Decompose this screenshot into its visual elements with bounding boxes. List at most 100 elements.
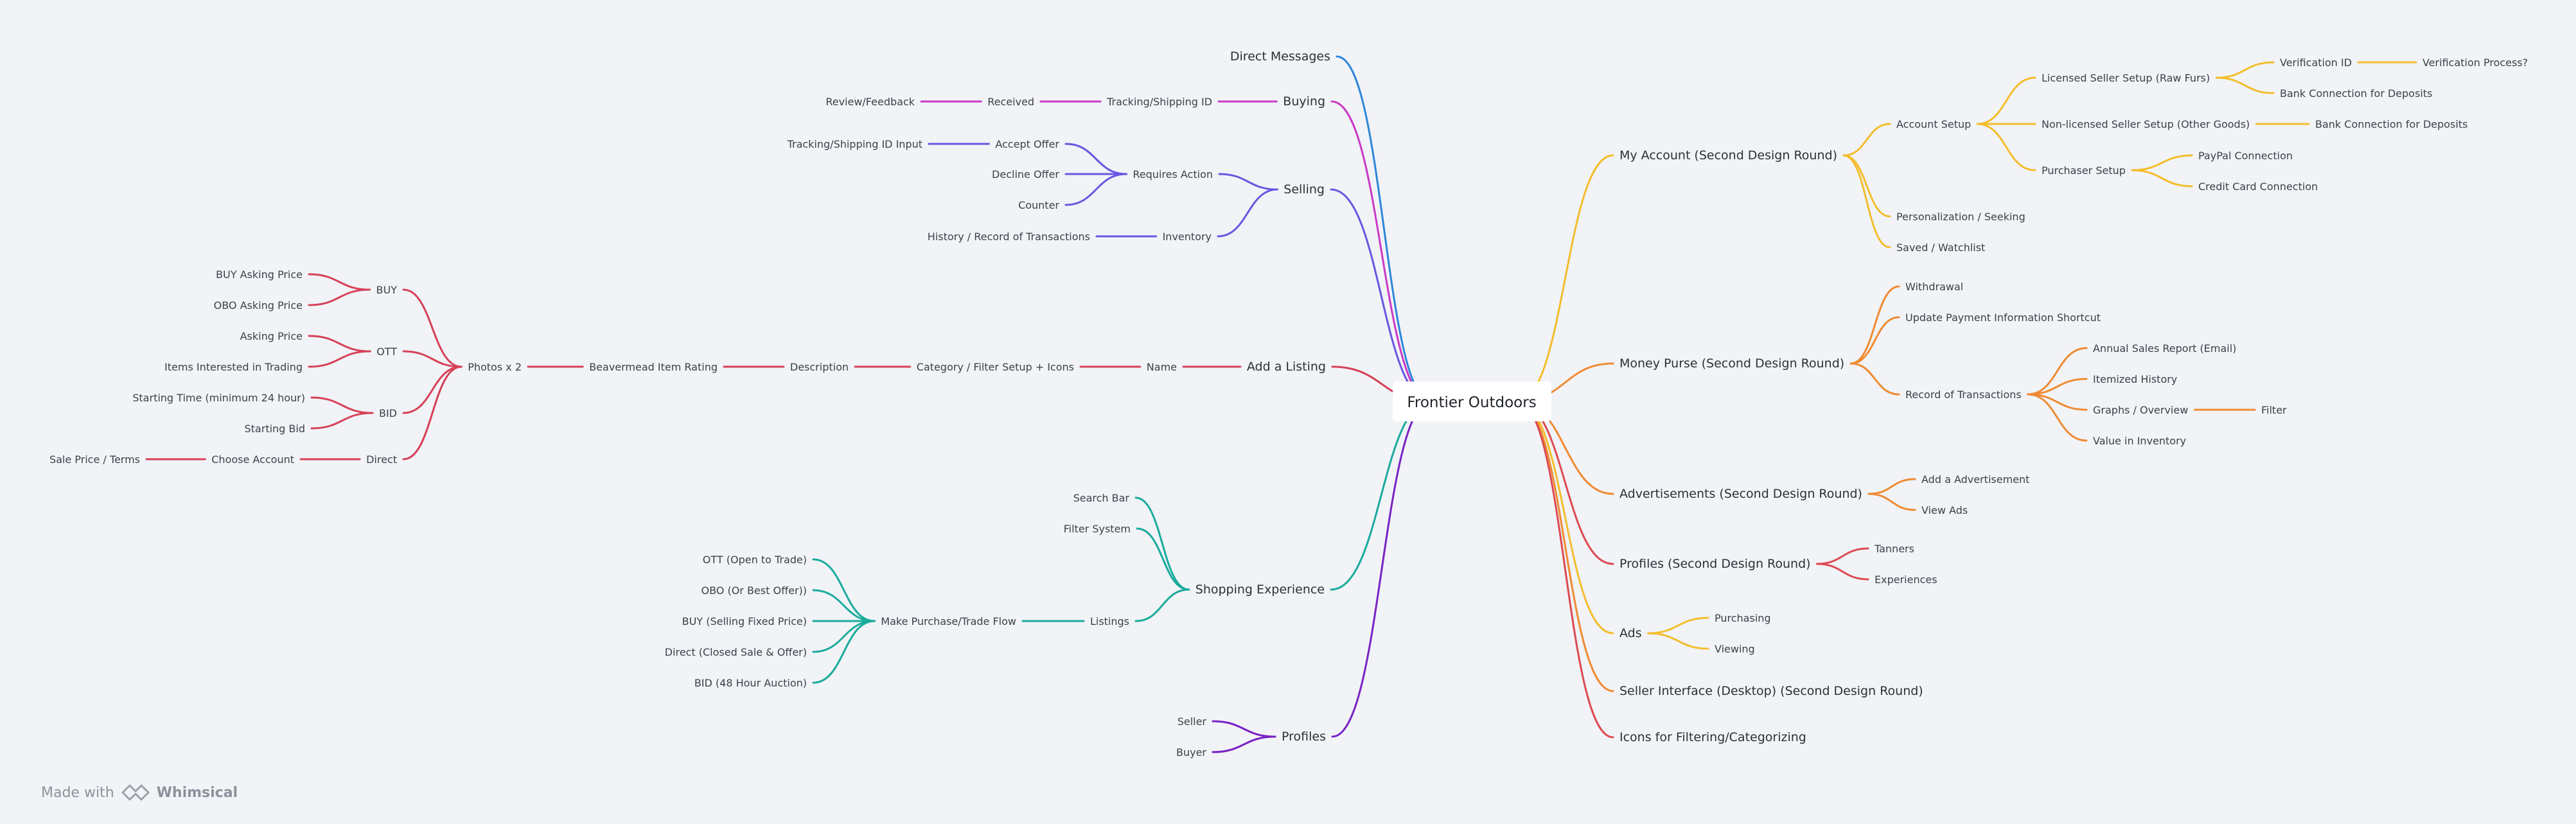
node-direct-messages[interactable]: Direct Messages	[1230, 49, 1330, 64]
node-ads[interactable]: Ads	[1619, 626, 1642, 640]
node-verification-process[interactable]: Verification Process?	[2422, 57, 2528, 69]
connector-search-bar	[1134, 496, 1190, 591]
node-obo-asking-price[interactable]: OBO Asking Price	[214, 299, 303, 311]
node-purchaser-setup[interactable]: Purchaser Setup	[2042, 164, 2126, 177]
node-choose-account[interactable]: Choose Account	[211, 453, 294, 466]
node-counter[interactable]: Counter	[1018, 199, 1059, 211]
node-review-feedback[interactable]: Review/Feedback	[825, 96, 915, 108]
node-verification-id[interactable]: Verification ID	[2280, 57, 2352, 69]
connector-profiles	[1331, 400, 1433, 738]
connector-value-in-inventory	[2027, 393, 2088, 442]
node-history-record-of-transactions[interactable]: History / Record of Transactions	[928, 231, 1090, 243]
node-seller[interactable]: Seller	[1178, 715, 1207, 728]
node-tracking-shipping-id-input[interactable]: Tracking/Shipping ID Input	[787, 138, 922, 150]
node-decline-offer[interactable]: Decline Offer	[992, 168, 1059, 180]
connector-direct-closed-sale-offer	[812, 620, 876, 653]
node-bid[interactable]: BID	[379, 407, 397, 419]
node-filter[interactable]: Filter	[2261, 404, 2287, 416]
node-graphs-overview[interactable]: Graphs / Overview	[2093, 404, 2188, 416]
node-advertisements-second-design-round[interactable]: Advertisements (Second Design Round)	[1619, 487, 1862, 501]
node-bank-connection-for-deposits[interactable]: Bank Connection for Deposits	[2315, 118, 2467, 130]
node-profiles-second-design-round[interactable]: Profiles (Second Design Round)	[1619, 557, 1811, 571]
node-items-interested-in-trading[interactable]: Items Interested in Trading	[164, 361, 303, 373]
node-bid-48-hour-auction[interactable]: BID (48 Hour Auction)	[694, 677, 807, 689]
node-credit-card-connection[interactable]: Credit Card Connection	[2198, 180, 2318, 193]
connector-buyer	[1212, 735, 1276, 753]
node-add-a-advertisement[interactable]: Add a Advertisement	[1921, 473, 2029, 486]
node-shopping-experience[interactable]: Shopping Experience	[1195, 583, 1325, 597]
connector-requires-action	[1218, 173, 1278, 191]
whimsical-brand: Whimsical	[156, 784, 238, 801]
node-saved-watchlist[interactable]: Saved / Watchlist	[1896, 241, 1985, 254]
node-accept-offer[interactable]: Accept Offer	[995, 138, 1059, 150]
node-my-account-second-design-round[interactable]: My Account (Second Design Round)	[1619, 148, 1837, 162]
node-inventory[interactable]: Inventory	[1163, 231, 1212, 243]
node-view-ads[interactable]: View Ads	[1921, 504, 1968, 516]
node-listings[interactable]: Listings	[1090, 615, 1129, 627]
node-buying[interactable]: Buying	[1283, 94, 1325, 109]
node-viewing[interactable]: Viewing	[1715, 643, 1755, 655]
node-tanners[interactable]: Tanners	[1874, 543, 1914, 555]
node-record-of-transactions[interactable]: Record of Transactions	[1905, 389, 2022, 401]
node-add-a-listing[interactable]: Add a Listing	[1247, 360, 1326, 374]
node-experiences[interactable]: Experiences	[1875, 574, 1937, 586]
connector-inventory	[1217, 188, 1278, 238]
node-money-purse-second-design-round[interactable]: Money Purse (Second Design Round)	[1619, 356, 1844, 371]
node-category-filter-setup-icons[interactable]: Category / Filter Setup + Icons	[917, 361, 1074, 373]
node-buyer[interactable]: Buyer	[1176, 746, 1206, 758]
node-withdrawal[interactable]: Withdrawal	[1905, 281, 1963, 293]
node-make-purchase-trade-flow[interactable]: Make Purchase/Trade Flow	[881, 615, 1016, 627]
node-asking-price[interactable]: Asking Price	[240, 330, 303, 342]
node-ott-open-to-trade[interactable]: OTT (Open to Trade)	[703, 554, 807, 566]
node-description[interactable]: Description	[790, 361, 849, 373]
node-requires-action[interactable]: Requires Action	[1133, 168, 1213, 180]
node-annual-sales-report-email[interactable]: Annual Sales Report (Email)	[2093, 342, 2236, 355]
node-received[interactable]: Received	[987, 96, 1034, 108]
connector-listings	[1134, 588, 1190, 622]
node-account-setup[interactable]: Account Setup	[1896, 118, 1971, 130]
node-search-bar[interactable]: Search Bar	[1073, 492, 1130, 504]
node-sale-price-terms[interactable]: Sale Price / Terms	[49, 453, 140, 466]
node-seller-interface-desktop-second-design-round[interactable]: Seller Interface (Desktop) (Second Desig…	[1619, 684, 1923, 698]
connector-credit-card-connection	[2131, 169, 2193, 188]
node-tracking-shipping-id[interactable]: Tracking/Shipping ID	[1106, 96, 1212, 108]
connector-buy-asking-price	[308, 273, 371, 291]
node-starting-bid[interactable]: Starting Bid	[245, 423, 306, 435]
connector-buying	[1330, 100, 1433, 403]
node-ott[interactable]: OTT	[376, 346, 397, 358]
connector-account-setup	[1842, 123, 1891, 157]
node-buy-asking-price[interactable]: BUY Asking Price	[216, 268, 303, 281]
node-obo-or-best-offer[interactable]: OBO (Or Best Offer))	[701, 584, 807, 597]
node-buy-selling-fixed-price[interactable]: BUY (Selling Fixed Price)	[682, 615, 807, 627]
node-starting-time-minimum-24-hour[interactable]: Starting Time (minimum 24 hour)	[132, 392, 305, 404]
node-bank-connection-for-deposits[interactable]: Bank Connection for Deposits	[2280, 87, 2432, 100]
node-filter-system[interactable]: Filter System	[1064, 523, 1131, 535]
connector-itemized-history	[2027, 378, 2088, 396]
whimsical-footer[interactable]: Made with Whimsical	[41, 782, 238, 803]
connector-ott-open-to-trade	[812, 558, 876, 622]
node-update-payment-information-shortcut[interactable]: Update Payment Information Shortcut	[1905, 311, 2101, 324]
node-icons-for-filtering-categorizing[interactable]: Icons for Filtering/Categorizing	[1619, 730, 1806, 744]
node-name[interactable]: Name	[1147, 361, 1177, 373]
connector-filter-system	[1136, 527, 1190, 591]
node-non-licensed-seller-setup-other-goods[interactable]: Non-licensed Seller Setup (Other Goods)	[2042, 118, 2250, 130]
root-node[interactable]: Frontier Outdoors	[1393, 381, 1551, 421]
node-purchasing[interactable]: Purchasing	[1715, 612, 1771, 624]
node-buy[interactable]: BUY	[376, 284, 398, 296]
node-itemized-history[interactable]: Itemized History	[2093, 373, 2177, 385]
node-beavermead-item-rating[interactable]: Beavermead Item Rating	[589, 361, 718, 373]
node-personalization-seeking[interactable]: Personalization / Seeking	[1896, 211, 2025, 223]
node-licensed-seller-setup-raw-furs[interactable]: Licensed Seller Setup (Raw Furs)	[2042, 72, 2210, 84]
node-profiles[interactable]: Profiles	[1282, 730, 1326, 744]
node-value-in-inventory[interactable]: Value in Inventory	[2093, 435, 2186, 447]
node-direct-closed-sale-offer[interactable]: Direct (Closed Sale & Offer)	[665, 646, 807, 658]
connector-asking-price	[308, 335, 371, 353]
connector-bid	[402, 365, 463, 414]
node-direct[interactable]: Direct	[366, 453, 397, 466]
connector-direct-messages	[1336, 55, 1433, 403]
node-selling[interactable]: Selling	[1284, 182, 1325, 197]
node-paypal-connection[interactable]: PayPal Connection	[2198, 150, 2293, 162]
connector-update-payment-information-shortcut	[1849, 316, 1900, 365]
node-photos-x-2[interactable]: Photos x 2	[468, 361, 522, 373]
